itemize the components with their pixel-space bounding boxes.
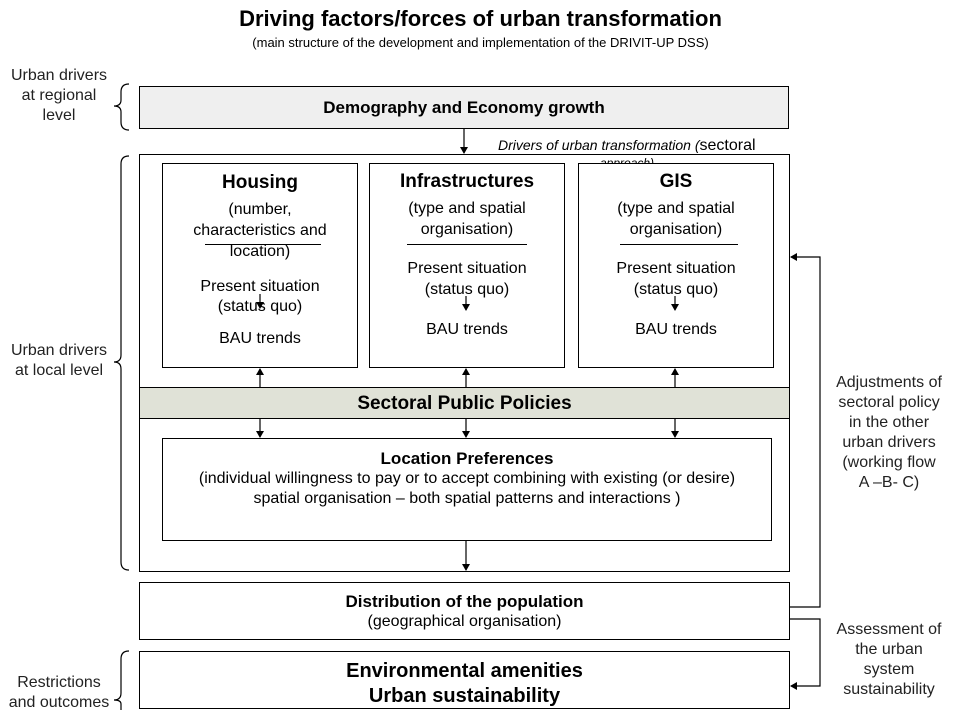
label-line: sectoral policy: [838, 394, 940, 411]
label-line: sustainability: [843, 681, 935, 698]
location-title: Location Preferences: [380, 449, 554, 468]
label-line: Urban drivers: [10, 67, 108, 84]
infrastructures-desc: (type and spatial organisation): [370, 198, 564, 240]
desc-line: (type and spatial: [408, 200, 526, 217]
sectoral-policies-band: Sectoral Public Policies: [139, 387, 790, 419]
label-adjustments: Adjustments of sectoral policy in the ot…: [823, 373, 955, 493]
infrastructures-bau: BAU trends: [426, 321, 508, 338]
label-regional-drivers: Urban drivers at regional level: [0, 66, 118, 126]
gis-present: Present situation (status quo): [579, 258, 773, 300]
bracket-local: [113, 155, 130, 571]
label-line: in the other: [848, 414, 930, 431]
infrastructures-box: Infrastructures (type and spatial organi…: [369, 163, 565, 368]
desc-line: (individual willingness to pay or to acc…: [198, 470, 736, 487]
label-line: system: [863, 661, 915, 678]
present-line: (status quo): [633, 281, 719, 298]
infrastructures-title: Infrastructures: [399, 171, 535, 192]
location-preferences-box: Location Preferences (individual willing…: [162, 438, 772, 541]
housing-separator: [205, 244, 321, 245]
infrastructures-present: Present situation (status quo): [370, 258, 564, 300]
demography-box: Demography and Economy growth: [139, 86, 789, 129]
label-local-drivers: Urban drivers at local level: [0, 341, 118, 381]
label-line: Adjustments of: [836, 374, 942, 391]
feedback-assessment: [790, 618, 821, 690]
housing-box: Housing (number, characteristics and loc…: [162, 163, 358, 368]
feedback-adjustments: [790, 253, 821, 608]
label-line: urban drivers: [842, 434, 936, 451]
gis-separator: [620, 244, 738, 245]
label-line: A –B- C): [858, 474, 920, 491]
present-line: Present situation: [616, 260, 736, 277]
sectoral-policies-label: Sectoral Public Policies: [357, 393, 572, 414]
desc-line: organisation): [420, 221, 514, 238]
drivers-note-normal: sectoral: [699, 137, 756, 154]
label-line: Assessment of: [836, 621, 942, 638]
gis-desc: (type and spatial organisation): [579, 198, 773, 240]
demography-label: Demography and Economy growth: [323, 98, 605, 117]
desc-line: characteristics and: [193, 222, 327, 239]
present-line: Present situation: [200, 278, 320, 295]
local-drivers-frame: [139, 154, 790, 572]
distribution-box: Distribution of the population (geograph…: [139, 582, 790, 640]
desc-line: (number,: [228, 201, 292, 218]
label-line: Urban drivers: [10, 342, 108, 359]
drivers-note: Drivers of urban transformation (sectora…: [498, 137, 788, 155]
environment-box: Environmental amenities Urban sustainabi…: [139, 651, 790, 709]
bracket-restrictions: [113, 650, 130, 710]
housing-desc: (number, characteristics and location): [163, 199, 357, 262]
gis-box: GIS (type and spatial organisation) Pres…: [578, 163, 774, 368]
label-line: at local level: [14, 362, 104, 379]
label-line: Restrictions: [17, 674, 101, 691]
gis-title: GIS: [659, 171, 693, 192]
drivers-note-italic: Drivers of urban transformation (: [498, 137, 700, 153]
diagram-subtitle: (main structure of the development and i…: [252, 35, 709, 50]
housing-title: Housing: [222, 172, 298, 193]
label-restrictions: Restrictions and outcomes: [0, 673, 118, 713]
bracket-regional: [113, 83, 130, 131]
distribution-desc: (geographical organisation): [367, 613, 562, 630]
present-line: (status quo): [424, 281, 510, 298]
label-line: level: [42, 107, 76, 124]
label-line: the urban: [855, 641, 923, 658]
environment-line-1: Environmental amenities: [346, 660, 583, 682]
gis-bau: BAU trends: [635, 321, 717, 338]
housing-bau: BAU trends: [219, 330, 301, 347]
label-line: (working flow: [842, 454, 936, 471]
desc-line: organisation): [629, 221, 723, 238]
diagram-title: Driving factors/forces of urban transfor…: [239, 6, 722, 31]
present-line: Present situation: [407, 260, 527, 277]
desc-line: spatial organisation – both spatial patt…: [253, 490, 681, 507]
label-line: at regional: [21, 87, 97, 104]
desc-line: location): [229, 243, 291, 260]
desc-line: (type and spatial: [617, 200, 735, 217]
location-desc: (individual willingness to pay or to acc…: [163, 469, 771, 509]
label-line: and outcomes: [8, 694, 110, 711]
environment-line-2: Urban sustainability: [368, 685, 561, 707]
infrastructures-separator: [407, 244, 527, 245]
label-assessment: Assessment of the urban system sustainab…: [823, 620, 955, 700]
distribution-title: Distribution of the population: [345, 592, 584, 611]
